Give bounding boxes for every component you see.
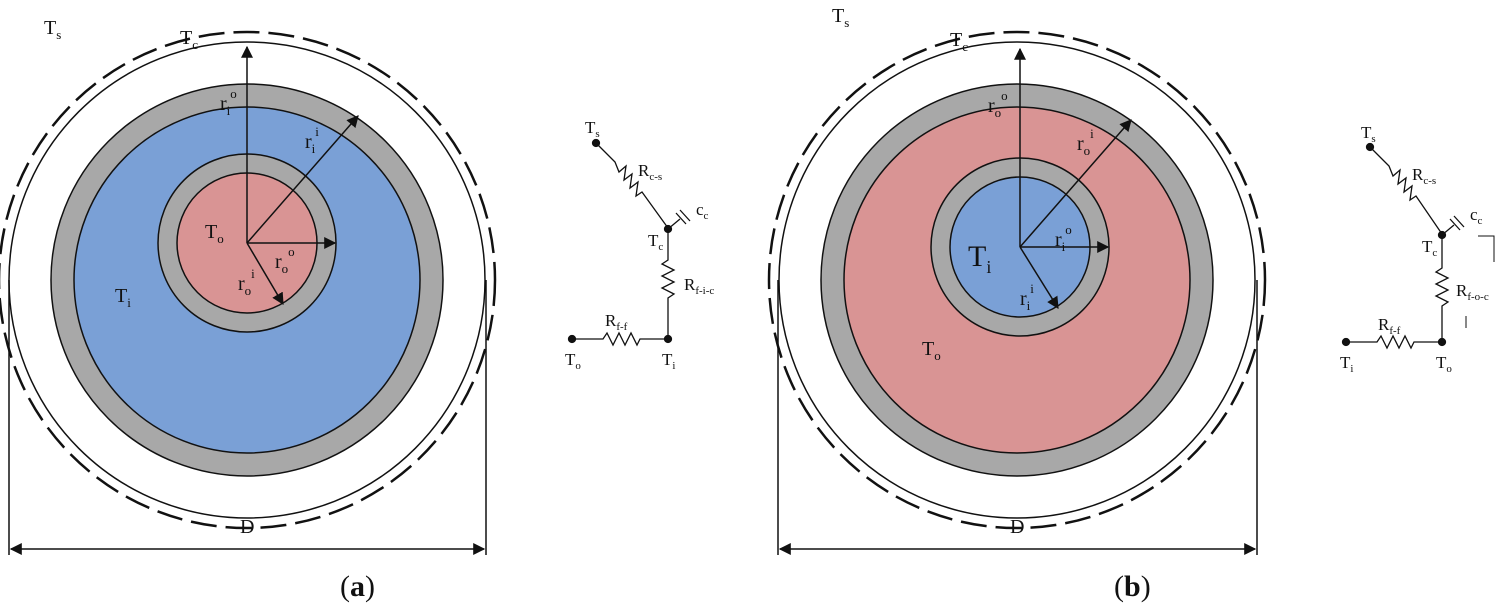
label-Tc: Tc bbox=[180, 27, 198, 52]
label-Ti: Ti bbox=[115, 285, 131, 310]
circuit-b-Ti: Ti bbox=[1340, 353, 1353, 375]
capacitor-cc bbox=[1441, 215, 1465, 236]
label-ro-o: roo bbox=[275, 244, 295, 276]
label-ro-i: roi bbox=[1077, 126, 1094, 158]
circuit-b-labels: Ts Rc-s cc Tc Rf-o-c Rf-f Ti To bbox=[1340, 123, 1489, 375]
circuit-a-To: To bbox=[565, 350, 581, 372]
shell-dashed-circle bbox=[767, 30, 1267, 530]
label-ri-i: rii bbox=[305, 124, 319, 156]
label-To: To bbox=[205, 221, 224, 246]
circuit-a-labels: Ts Rc-s cc Tc Rf-i-c Rf-f To Ti bbox=[565, 118, 714, 372]
resistor-Rff bbox=[572, 331, 668, 347]
circuit-a-cc: cc bbox=[696, 200, 709, 222]
circuit-b-Ts: Ts bbox=[1361, 123, 1376, 145]
label-Ts: Ts bbox=[44, 17, 61, 42]
label-Tc: Tc bbox=[950, 29, 968, 54]
radius-arrow-ro-i bbox=[1019, 119, 1132, 248]
resistor-Rcs bbox=[595, 142, 669, 229]
label-ri-i: rii bbox=[1020, 281, 1034, 313]
label-ro-i: roi bbox=[238, 266, 255, 298]
resistor-Rfc bbox=[660, 229, 676, 338]
circuit-a-Rfc: Rf-i-c bbox=[684, 275, 714, 297]
circuit-a bbox=[567, 138, 691, 347]
node-Ti bbox=[1341, 337, 1351, 347]
panel-b: Ts Tc roo roi Ti rio rii To D (b) bbox=[767, 5, 1267, 603]
circuit-a-Ts: Ts bbox=[585, 118, 600, 140]
circuit-b-Tc: Tc bbox=[1422, 237, 1437, 259]
label-Ti: Ti bbox=[968, 240, 991, 277]
label-ro-o: roo bbox=[988, 88, 1008, 120]
label-ri-o: rio bbox=[220, 86, 237, 118]
resistor-Rfc bbox=[1434, 235, 1450, 341]
radius-arrow-ri-i bbox=[246, 115, 359, 244]
resistor-Rff bbox=[1346, 334, 1442, 350]
label-Ts: Ts bbox=[832, 5, 849, 30]
label-ri-o: rio bbox=[1055, 222, 1072, 254]
circuit-b-Rcs: Rc-s bbox=[1412, 165, 1436, 187]
circuit-a-Ti: Ti bbox=[662, 350, 675, 372]
circuit-a-Rcs: Rc-s bbox=[638, 161, 662, 183]
circuit-b-To: To bbox=[1436, 353, 1452, 375]
shell-dashed-circle bbox=[0, 30, 497, 530]
circuit-b-Rfc: Rf-o-c bbox=[1456, 281, 1489, 303]
capacitor-cc bbox=[667, 209, 691, 230]
radius-arrow-ro-i bbox=[246, 242, 284, 306]
radius-arrow-ri-i bbox=[1019, 246, 1059, 310]
panel-a: Ts Tc rio rii To roo roi Ti D (a) bbox=[0, 17, 497, 603]
circuit-a-Tc: Tc bbox=[648, 231, 663, 253]
node-To bbox=[567, 334, 577, 344]
circuit-b-cc: cc bbox=[1470, 205, 1483, 227]
circuit-a-Rff: Rf-f bbox=[605, 311, 628, 333]
bracket-mark bbox=[1478, 235, 1495, 262]
circuit-b bbox=[1341, 142, 1495, 350]
caption-a: (a) bbox=[340, 570, 375, 603]
label-D: D bbox=[1010, 516, 1024, 538]
label-D: D bbox=[240, 516, 254, 538]
label-To: To bbox=[922, 338, 941, 363]
caption-b: (b) bbox=[1114, 570, 1151, 603]
circuit-b-Rff: Rf-f bbox=[1378, 315, 1401, 337]
resistor-Rcs bbox=[1369, 146, 1443, 235]
